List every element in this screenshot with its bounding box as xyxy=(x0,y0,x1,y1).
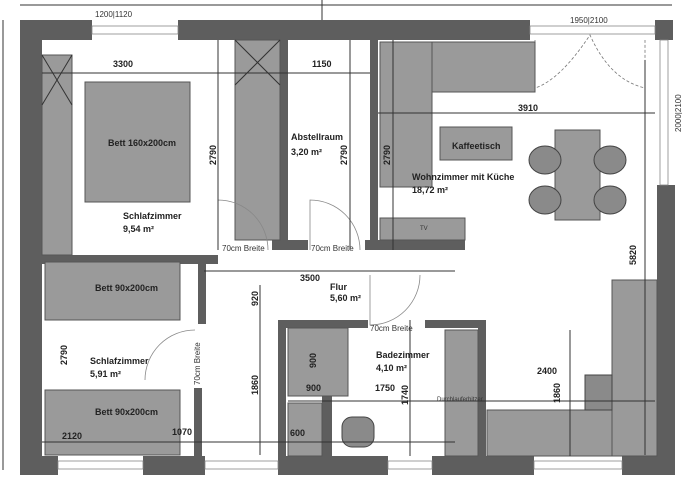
room-area: 4,10 m² xyxy=(376,363,407,373)
wardrobe-bedroom1-right xyxy=(234,39,281,241)
dimension-label: 5820 xyxy=(628,245,638,265)
dimension-label: 2790 xyxy=(208,145,218,165)
door-width-label: 70cm Breite xyxy=(311,244,354,253)
kitchen-counter-bottom xyxy=(486,409,613,457)
bed-single-top xyxy=(44,261,181,321)
window-label: 2000|2100 xyxy=(674,94,682,132)
room-name: Schlafzimmer xyxy=(123,211,182,221)
door-width-label: 70cm Breite xyxy=(370,324,413,333)
window-label: 1950|2100 xyxy=(570,16,608,25)
dimension-label: 900 xyxy=(306,383,321,393)
room-area: 5,60 m² xyxy=(330,293,361,303)
room-area: 18,72 m² xyxy=(412,185,448,195)
oven xyxy=(584,374,613,411)
dimension-label: 2400 xyxy=(537,366,557,376)
dimension-label: 2790 xyxy=(59,345,69,365)
dining-table xyxy=(554,129,601,221)
dimension-label: 920 xyxy=(250,291,260,306)
bed-single-bottom xyxy=(44,389,181,456)
furniture xyxy=(41,39,658,457)
table-label: Kaffeetisch xyxy=(452,141,501,151)
dimension-label: 1070 xyxy=(172,427,192,437)
door-swings xyxy=(144,199,421,381)
dimension-label: 2790 xyxy=(339,145,349,165)
interior-walls xyxy=(42,40,486,456)
wardrobe-bedroom1 xyxy=(41,54,73,256)
door-width-label: 70cm Breite xyxy=(222,244,265,253)
room-area: 3,20 m² xyxy=(291,147,322,157)
bath-cabinet xyxy=(444,329,479,457)
dimension-label: 3500 xyxy=(300,273,320,283)
labels: 1200|1120 1950|2100 2000|2100 3300 1150 … xyxy=(59,10,682,441)
dimension-label: 2120 xyxy=(62,431,82,441)
room-name: Abstellraum xyxy=(291,132,343,142)
door-width-label: 70cm Breite xyxy=(193,342,202,385)
dimension-label: 1860 xyxy=(552,383,562,403)
dimension-label: 3910 xyxy=(518,103,538,113)
dimension-label: 600 xyxy=(290,428,305,438)
room-name: Schlafzimmer xyxy=(90,356,149,366)
toilet xyxy=(341,416,375,448)
tv-board xyxy=(379,217,466,241)
dimension-label: 1740 xyxy=(400,385,410,405)
dimension-label: 1860 xyxy=(250,375,260,395)
dimension-label: 1750 xyxy=(375,383,395,393)
tv-label: TV xyxy=(420,226,428,232)
dimension-lines xyxy=(42,40,655,456)
bed-label: Bett 90x200cm xyxy=(95,407,158,417)
dimension-label: 1150 xyxy=(312,59,332,69)
dimension-label: 900 xyxy=(308,353,318,368)
kitchen-counter-right xyxy=(611,279,658,457)
coffee-table xyxy=(439,126,513,161)
room-area: 5,91 m² xyxy=(90,369,121,379)
room-name: Wohnzimmer mit Küche xyxy=(412,172,514,182)
bed-double xyxy=(84,81,191,203)
bed-label: Bett 160x200cm xyxy=(108,138,176,148)
shower xyxy=(287,327,349,397)
dimension-label: 2790 xyxy=(382,145,392,165)
bed-label: Bett 90x200cm xyxy=(95,283,158,293)
room-area: 9,54 m² xyxy=(123,224,154,234)
heater-label: Durchlauferhitzer xyxy=(437,397,483,403)
room-name: Badezimmer xyxy=(376,350,430,360)
windows xyxy=(57,25,669,470)
outer-walls xyxy=(20,20,675,475)
room-name: Flur xyxy=(330,282,347,292)
dimension-label: 3300 xyxy=(113,59,133,69)
window-label: 1200|1120 xyxy=(95,10,133,19)
